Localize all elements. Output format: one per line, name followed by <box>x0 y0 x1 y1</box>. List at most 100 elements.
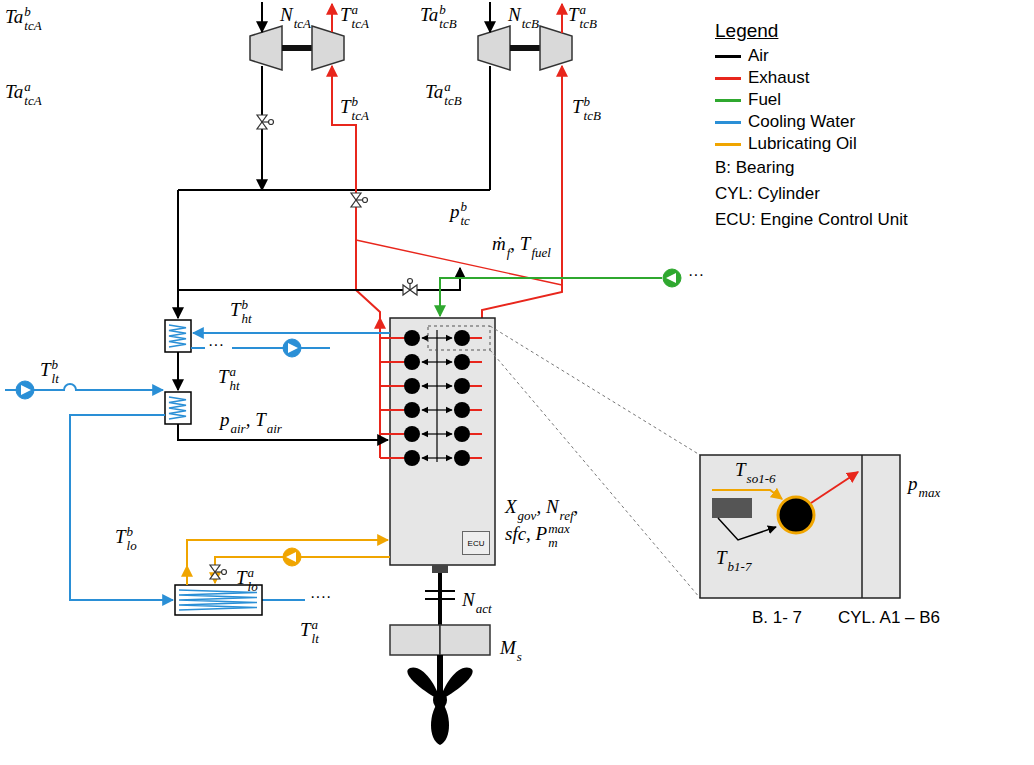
index-stack: aht <box>230 365 240 392</box>
index-gap <box>919 472 941 486</box>
subscript: lo <box>127 539 137 553</box>
variable-symbol: Tblo <box>115 525 137 552</box>
air-line <box>177 352 179 390</box>
legend-swatch <box>715 55 741 58</box>
index-stack: tcB <box>522 3 539 30</box>
superscript: b <box>24 5 41 19</box>
bearing-line <box>718 518 776 540</box>
index-stack: b1-7 <box>728 546 752 573</box>
legend-text: Exhaust <box>748 68 809 88</box>
variable-symbol: ṁf, Tfuel <box>492 232 551 259</box>
subscript: b1-7 <box>728 560 752 574</box>
variable-symbol: TatcB <box>568 3 597 30</box>
legend-swatch <box>715 143 741 146</box>
pump-symbol <box>283 339 301 357</box>
subscript: lt <box>312 632 319 646</box>
index-stack: blt <box>52 358 59 385</box>
variable-symbol: TabtcA <box>5 5 42 32</box>
symbol-base: T <box>115 526 126 547</box>
continuation-dots: ··· <box>688 266 704 284</box>
index-stack: gov <box>518 495 537 522</box>
variable-symbol: NtcB <box>508 3 539 30</box>
symbol-base: p <box>220 409 230 430</box>
cylinder <box>404 450 420 466</box>
index-stack: maxm <box>548 522 570 549</box>
zoom-line <box>490 350 700 598</box>
valve-symbol <box>257 115 274 129</box>
symbol-base: ṁ <box>492 233 506 254</box>
index-stack: ref <box>560 495 574 522</box>
turbine <box>312 26 344 70</box>
legend-text: Cooling Water <box>748 112 855 132</box>
index-stack: btcB <box>439 3 456 30</box>
subscript: tcA <box>352 109 369 123</box>
exhaust-branch <box>380 361 404 363</box>
index-gap <box>522 3 539 17</box>
firing-link <box>422 409 452 410</box>
exhaust-branch <box>380 457 404 459</box>
node-text: ECU <box>468 539 485 548</box>
inset-caption: CYL. A1 – B6 <box>838 608 940 628</box>
superscript: b <box>584 95 601 109</box>
symbol-base: p <box>450 201 460 222</box>
variable-symbol: TabtcB <box>420 3 457 30</box>
superscript: a <box>248 566 258 580</box>
index-stack: btcA <box>24 5 41 32</box>
superscript: b <box>242 298 252 312</box>
subscript: tcB <box>444 94 461 108</box>
subscript: ht <box>230 379 240 393</box>
firing-link <box>422 385 452 386</box>
index-stack: air <box>231 408 246 435</box>
engine-block <box>390 318 495 565</box>
symbol-base: Ta <box>420 4 438 25</box>
continuation-dots: ··· <box>208 336 224 354</box>
index-stack: fuel <box>531 232 551 259</box>
compressor <box>250 26 282 70</box>
abbreviation: B: Bearing <box>715 158 794 178</box>
symbol-base: T <box>568 4 579 25</box>
valve-symbol <box>210 565 227 579</box>
cylinder <box>454 426 470 442</box>
variable-symbol: Tbht <box>230 298 252 325</box>
superscript: b <box>127 525 137 539</box>
variable-symbol: TbtcA <box>340 95 369 122</box>
legend-title: Legend <box>715 20 778 42</box>
firing-link <box>422 361 452 362</box>
cooling-line <box>70 415 173 600</box>
index-gap <box>517 636 522 650</box>
symbol-base: T <box>236 567 247 588</box>
subscript: tcB <box>522 17 539 31</box>
exhaust-branch <box>470 433 482 435</box>
gearbox <box>390 625 440 655</box>
cylinder <box>454 354 470 370</box>
legend-text: Lubricating Oil <box>748 134 857 154</box>
subscript: ht <box>242 312 252 326</box>
index-stack: f <box>507 232 511 259</box>
exhaust-line <box>332 66 380 458</box>
index-stack: atcA <box>352 3 369 30</box>
variable-symbol: TaatcA <box>5 80 42 107</box>
symbol-base: T <box>716 547 727 568</box>
cooling-line <box>191 347 205 349</box>
variable-symbol: Xgov, Nref, <box>505 495 578 522</box>
variable-symbol: Nact <box>462 588 492 615</box>
index-gap <box>531 232 551 246</box>
pump-symbol <box>288 343 298 353</box>
cylinder <box>454 402 470 418</box>
index-stack: btcB <box>584 95 601 122</box>
abbreviation: ECU: Engine Control Unit <box>715 210 908 230</box>
symbol-base: Ta <box>5 6 23 27</box>
subscript: m <box>548 536 570 550</box>
legend-swatch <box>715 99 741 102</box>
variable-symbol: Tblt <box>40 358 59 385</box>
firing-link <box>422 457 452 458</box>
subscript: tcB <box>439 17 456 31</box>
symbol-base: T <box>340 96 351 117</box>
index-stack: s <box>517 636 522 663</box>
symbol-base: T <box>300 619 311 640</box>
index-gap <box>507 232 511 246</box>
cylinder <box>454 378 470 394</box>
zoom-line <box>490 326 700 455</box>
symbol-base: T <box>340 4 351 25</box>
symbol-base: Ta <box>425 81 443 102</box>
